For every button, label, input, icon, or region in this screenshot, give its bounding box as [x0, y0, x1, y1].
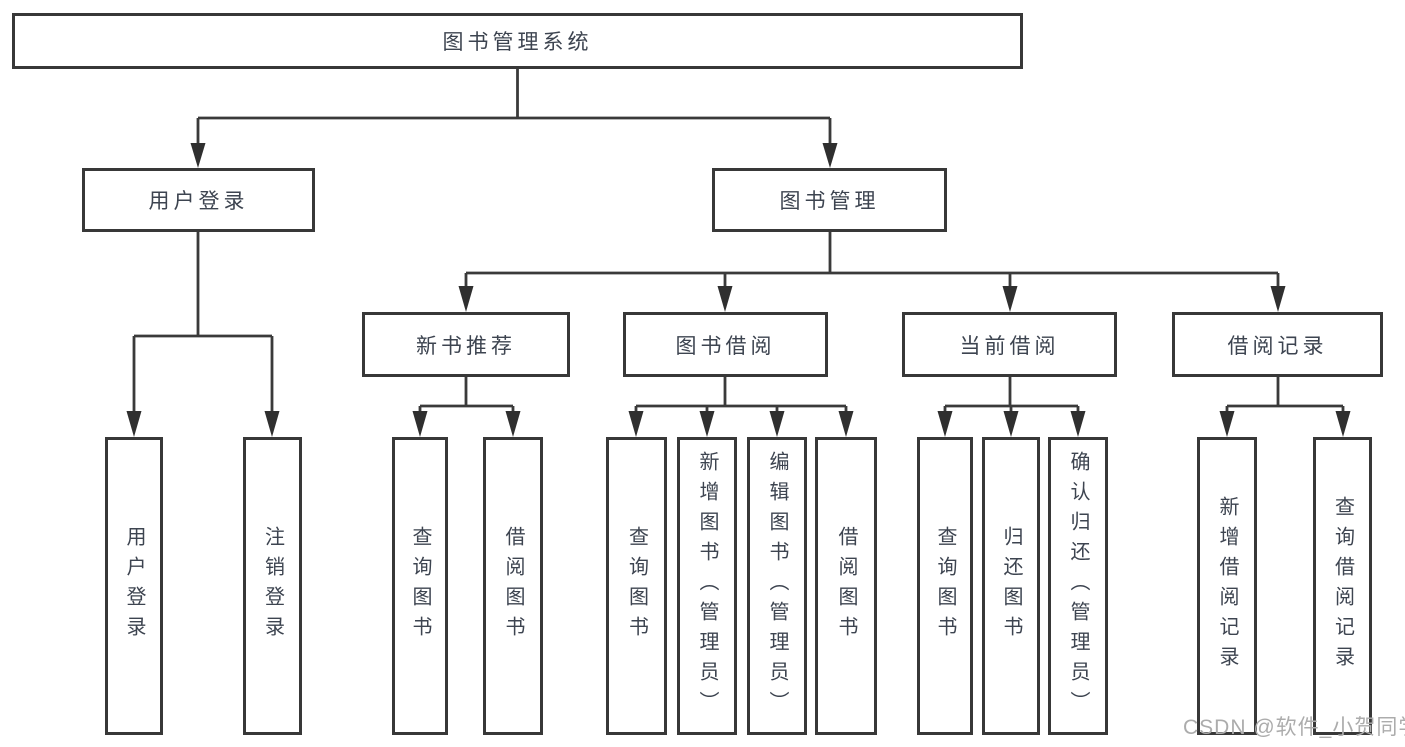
node-current-borrowing: 当前借阅: [902, 312, 1117, 377]
leaf-query-book-recommend: 查询图书: [392, 437, 448, 735]
leaf-borrow-book-borrowing: 借阅图书: [815, 437, 877, 735]
arrowhead-icon: [1002, 286, 1018, 312]
leaf-add-book-admin: 新增图书（管理员）: [677, 437, 737, 735]
arrowhead-icon: [1335, 411, 1351, 437]
node-borrowing-records: 借阅记录: [1172, 312, 1383, 377]
leaf-query-book-borrowing-label: 查询图书: [625, 526, 648, 646]
arrowhead-icon: [937, 411, 953, 437]
arrowhead-icon: [822, 143, 838, 168]
node-user-login: 用户登录: [82, 168, 315, 232]
leaf-logout: 注销登录: [243, 437, 302, 735]
leaf-add-borrow-record: 新增借阅记录: [1197, 437, 1257, 735]
leaf-query-book-borrowing: 查询图书: [606, 437, 667, 735]
leaf-query-book-recommend-label: 查询图书: [409, 526, 431, 646]
node-root-label: 图书管理系统: [442, 31, 593, 54]
csdn-watermark: CSDN @软件_小贺同学: [1183, 716, 1405, 739]
leaf-add-borrow-record-label: 新增借阅记录: [1216, 496, 1238, 676]
connector-current-borrowing-to-leaves: [937, 377, 1086, 437]
arrowhead-icon: [458, 286, 474, 312]
leaf-add-book-admin-label: 新增图书（管理员）: [696, 451, 718, 721]
leaf-query-borrow-record-label: 查询借阅记录: [1331, 496, 1354, 676]
node-root: 图书管理系统: [12, 13, 1023, 69]
connector-book-management-to-level3: [458, 232, 1286, 312]
arrowhead-icon: [1003, 411, 1019, 437]
leaf-borrow-book-recommend: 借阅图书: [483, 437, 543, 735]
arrowhead-icon: [1219, 411, 1235, 437]
leaf-query-borrow-record: 查询借阅记录: [1313, 437, 1372, 735]
arrowhead-icon: [628, 411, 644, 437]
leaf-query-book-current-label: 查询图书: [934, 526, 956, 646]
arrowhead-icon: [769, 411, 785, 437]
arrowhead-icon: [1070, 411, 1086, 437]
node-book-borrowing: 图书借阅: [623, 312, 828, 377]
node-borrowing-records-label: 借阅记录: [1227, 334, 1328, 358]
arrowhead-icon: [412, 411, 428, 437]
arrowhead-icon: [190, 143, 206, 168]
node-new-book-recommend-label: 新书推荐: [416, 334, 516, 358]
connector-new-book-recommend-to-leaves: [412, 377, 521, 437]
leaf-confirm-return-admin: 确认归还（管理员）: [1048, 437, 1108, 735]
leaf-query-book-current: 查询图书: [917, 437, 973, 735]
arrowhead-icon: [264, 411, 280, 437]
arrowhead-icon: [1270, 286, 1286, 312]
leaf-return-book-label: 归还图书: [1000, 526, 1022, 646]
leaf-edit-book-admin-label: 编辑图书（管理员）: [766, 451, 788, 721]
node-book-borrowing-label: 图书借阅: [675, 334, 776, 358]
node-user-login-label: 用户登录: [148, 190, 249, 213]
leaf-user-login-label: 用户登录: [123, 526, 145, 646]
arrowhead-icon: [699, 411, 715, 437]
connector-user-login-to-leaves: [126, 232, 280, 437]
node-current-borrowing-label: 当前借阅: [959, 334, 1060, 358]
node-book-management-label: 图书管理: [779, 190, 880, 213]
leaf-return-book: 归还图书: [982, 437, 1040, 735]
leaf-borrow-book-borrowing-label: 借阅图书: [835, 526, 857, 646]
arrowhead-icon: [717, 286, 733, 312]
leaf-user-login: 用户登录: [105, 437, 163, 735]
leaf-borrow-book-recommend-label: 借阅图书: [502, 526, 524, 646]
connector-borrowing-records-to-leaves: [1219, 377, 1351, 437]
arrowhead-icon: [505, 411, 521, 437]
node-book-management: 图书管理: [712, 168, 947, 232]
arrowhead-icon: [838, 411, 854, 437]
leaf-edit-book-admin: 编辑图书（管理员）: [747, 437, 807, 735]
connector-root-to-level2: [190, 69, 838, 168]
arrowhead-icon: [126, 411, 142, 437]
connector-book-borrowing-to-leaves: [628, 377, 854, 437]
leaf-confirm-return-admin-label: 确认归还（管理员）: [1067, 451, 1089, 721]
node-new-book-recommend: 新书推荐: [362, 312, 570, 377]
leaf-logout-label: 注销登录: [261, 526, 284, 646]
